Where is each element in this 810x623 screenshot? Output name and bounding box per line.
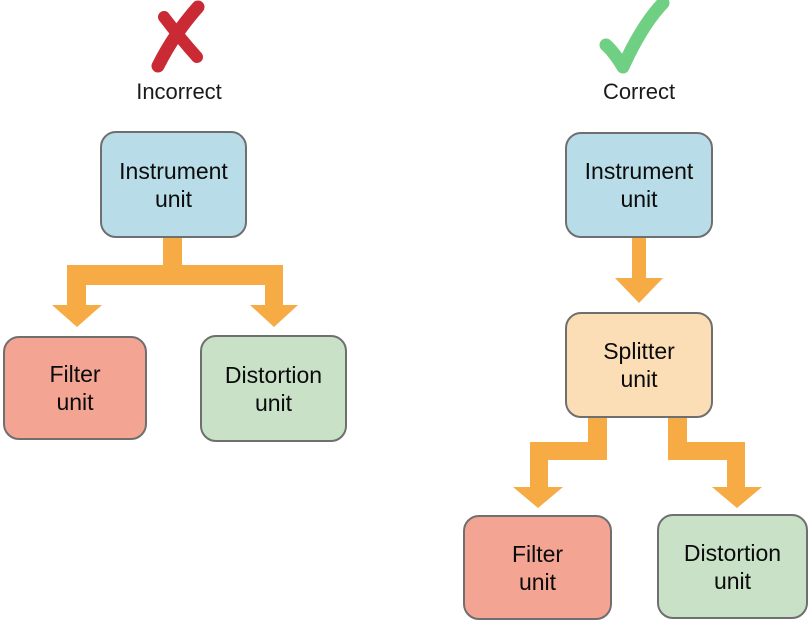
node-label-line1: Splitter	[603, 338, 675, 364]
node-filter-unit-correct: Filter unit	[463, 515, 612, 620]
heading-correct: Correct	[602, 79, 676, 104]
node-label-line1: Filter	[49, 361, 101, 387]
node-label-line1: Filter	[511, 540, 564, 567]
x-mark-stroke-short	[158, 11, 203, 63]
node-label-line2: unit	[56, 389, 94, 415]
arrow-splitter-to-filter	[513, 418, 607, 508]
node-label-line2: unit	[620, 186, 658, 212]
arrow-splitter-to-distortion	[668, 418, 762, 508]
arrow-instrument-to-splitter	[615, 238, 663, 303]
node-label-line2: unit	[518, 568, 557, 595]
node-instrument-unit-correct: Instrument unit	[565, 132, 713, 238]
node-label-line2: unit	[254, 389, 293, 416]
arrow-fanout-incorrect	[52, 238, 298, 327]
node-distortion-unit-correct: Distortion unit	[657, 514, 808, 619]
node-label-line2: unit	[154, 185, 193, 212]
node-label-line2: unit	[620, 366, 658, 392]
node-label-line1: Instrument	[584, 158, 694, 184]
node-label-line1: Distortion	[224, 361, 323, 388]
x-mark-icon	[151, 0, 205, 73]
heading-incorrect: Incorrect	[136, 79, 222, 104]
node-label-line1: Distortion	[683, 539, 782, 566]
node-distortion-unit-incorrect: Distortion unit	[200, 335, 347, 442]
node-instrument-unit-incorrect: Instrument unit	[100, 131, 247, 238]
node-label-line2: unit	[713, 567, 752, 594]
node-filter-unit-incorrect: Filter unit	[3, 336, 147, 440]
check-mark-icon	[599, 0, 670, 74]
node-splitter-unit-correct: Splitter unit	[565, 312, 713, 418]
node-label-line1: Instrument	[119, 157, 228, 184]
